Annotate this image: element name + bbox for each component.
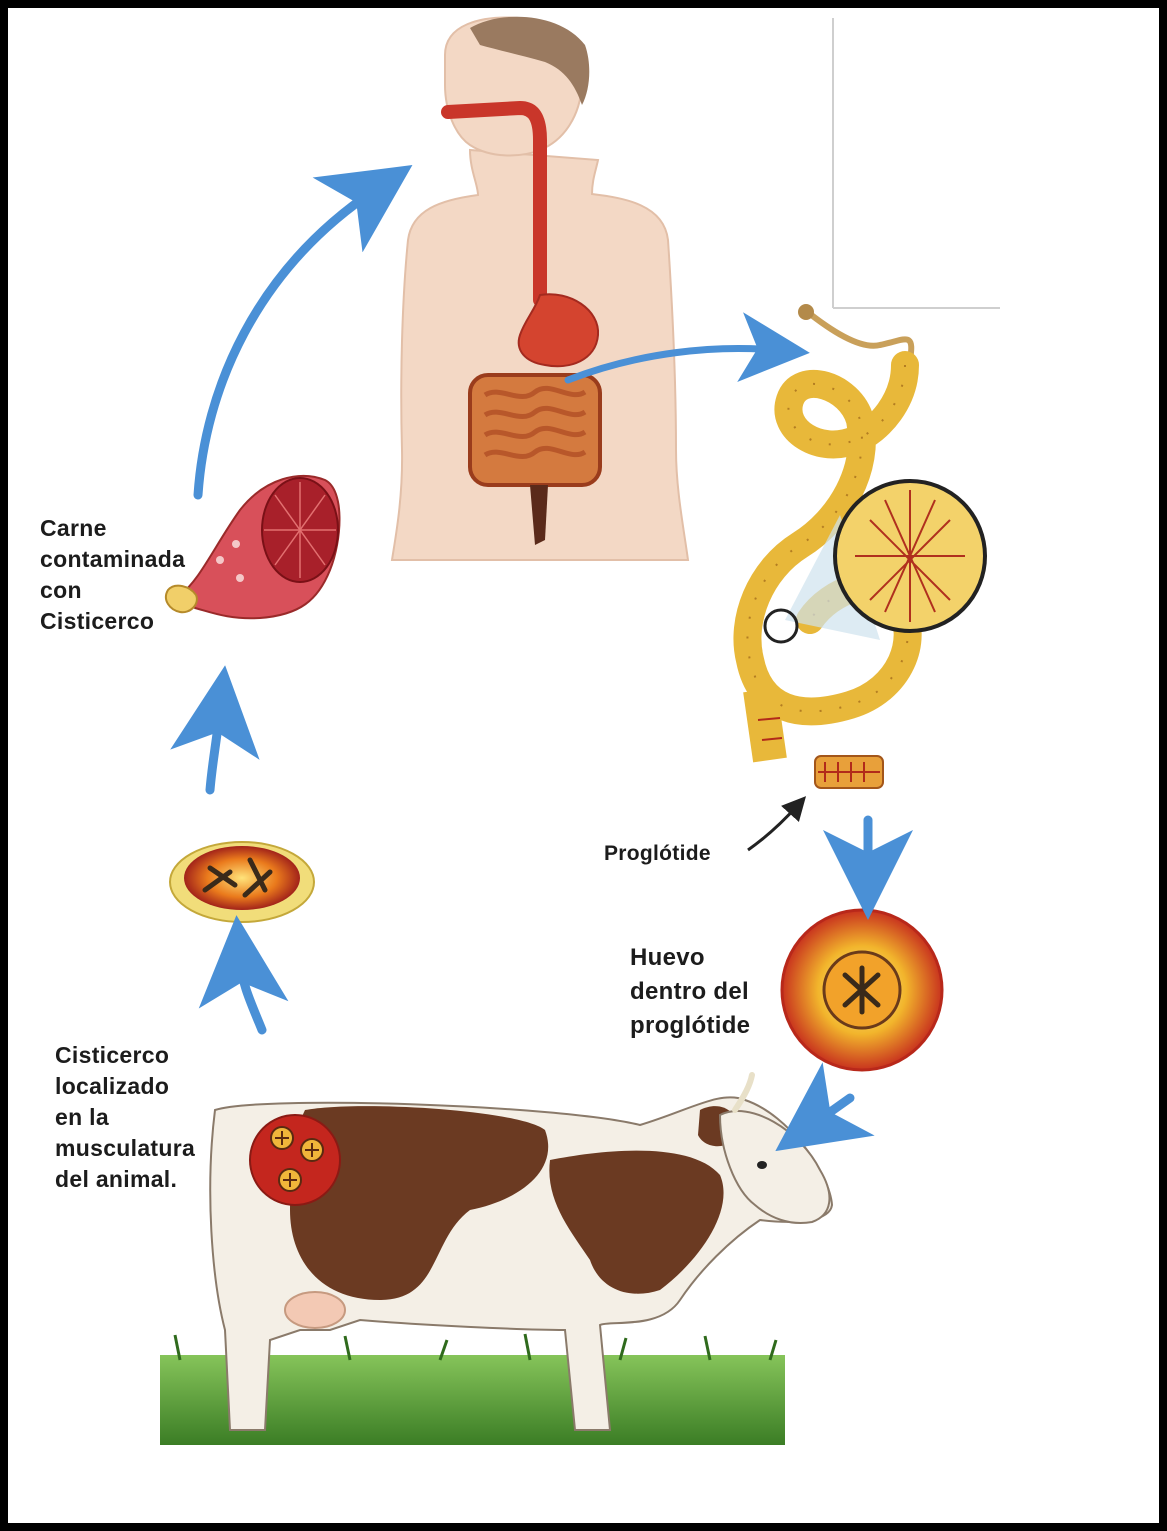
cow-image xyxy=(160,1075,832,1445)
human-figure xyxy=(392,17,688,560)
label-contaminated-meat: Carne contaminada con Cisticerco xyxy=(40,513,185,637)
infected-muscle-region xyxy=(250,1115,340,1205)
label-cysticercus-in-muscle: Cisticerco localizado en la musculatura … xyxy=(55,1040,195,1195)
cysticercus-image xyxy=(170,842,314,922)
arrow-cow-to-cysticercus xyxy=(240,960,262,1030)
egg-image xyxy=(782,910,942,1070)
tapeworm-image xyxy=(747,304,985,760)
proglottid-segment xyxy=(815,756,883,788)
proglottid-pointer-arrow xyxy=(748,805,798,850)
panel-edge-lines xyxy=(833,18,1000,308)
label-egg-in-proglottid: Huevo dentro del proglótide xyxy=(630,941,750,1043)
contaminated-meat-image xyxy=(166,476,340,618)
arrow-cysticercus-to-meat xyxy=(210,710,220,790)
arrow-meat-to-human xyxy=(198,190,375,495)
cow-udder xyxy=(285,1292,345,1328)
arrow-egg-to-cow xyxy=(812,1098,850,1125)
label-proglottid: Proglótide xyxy=(604,841,711,867)
